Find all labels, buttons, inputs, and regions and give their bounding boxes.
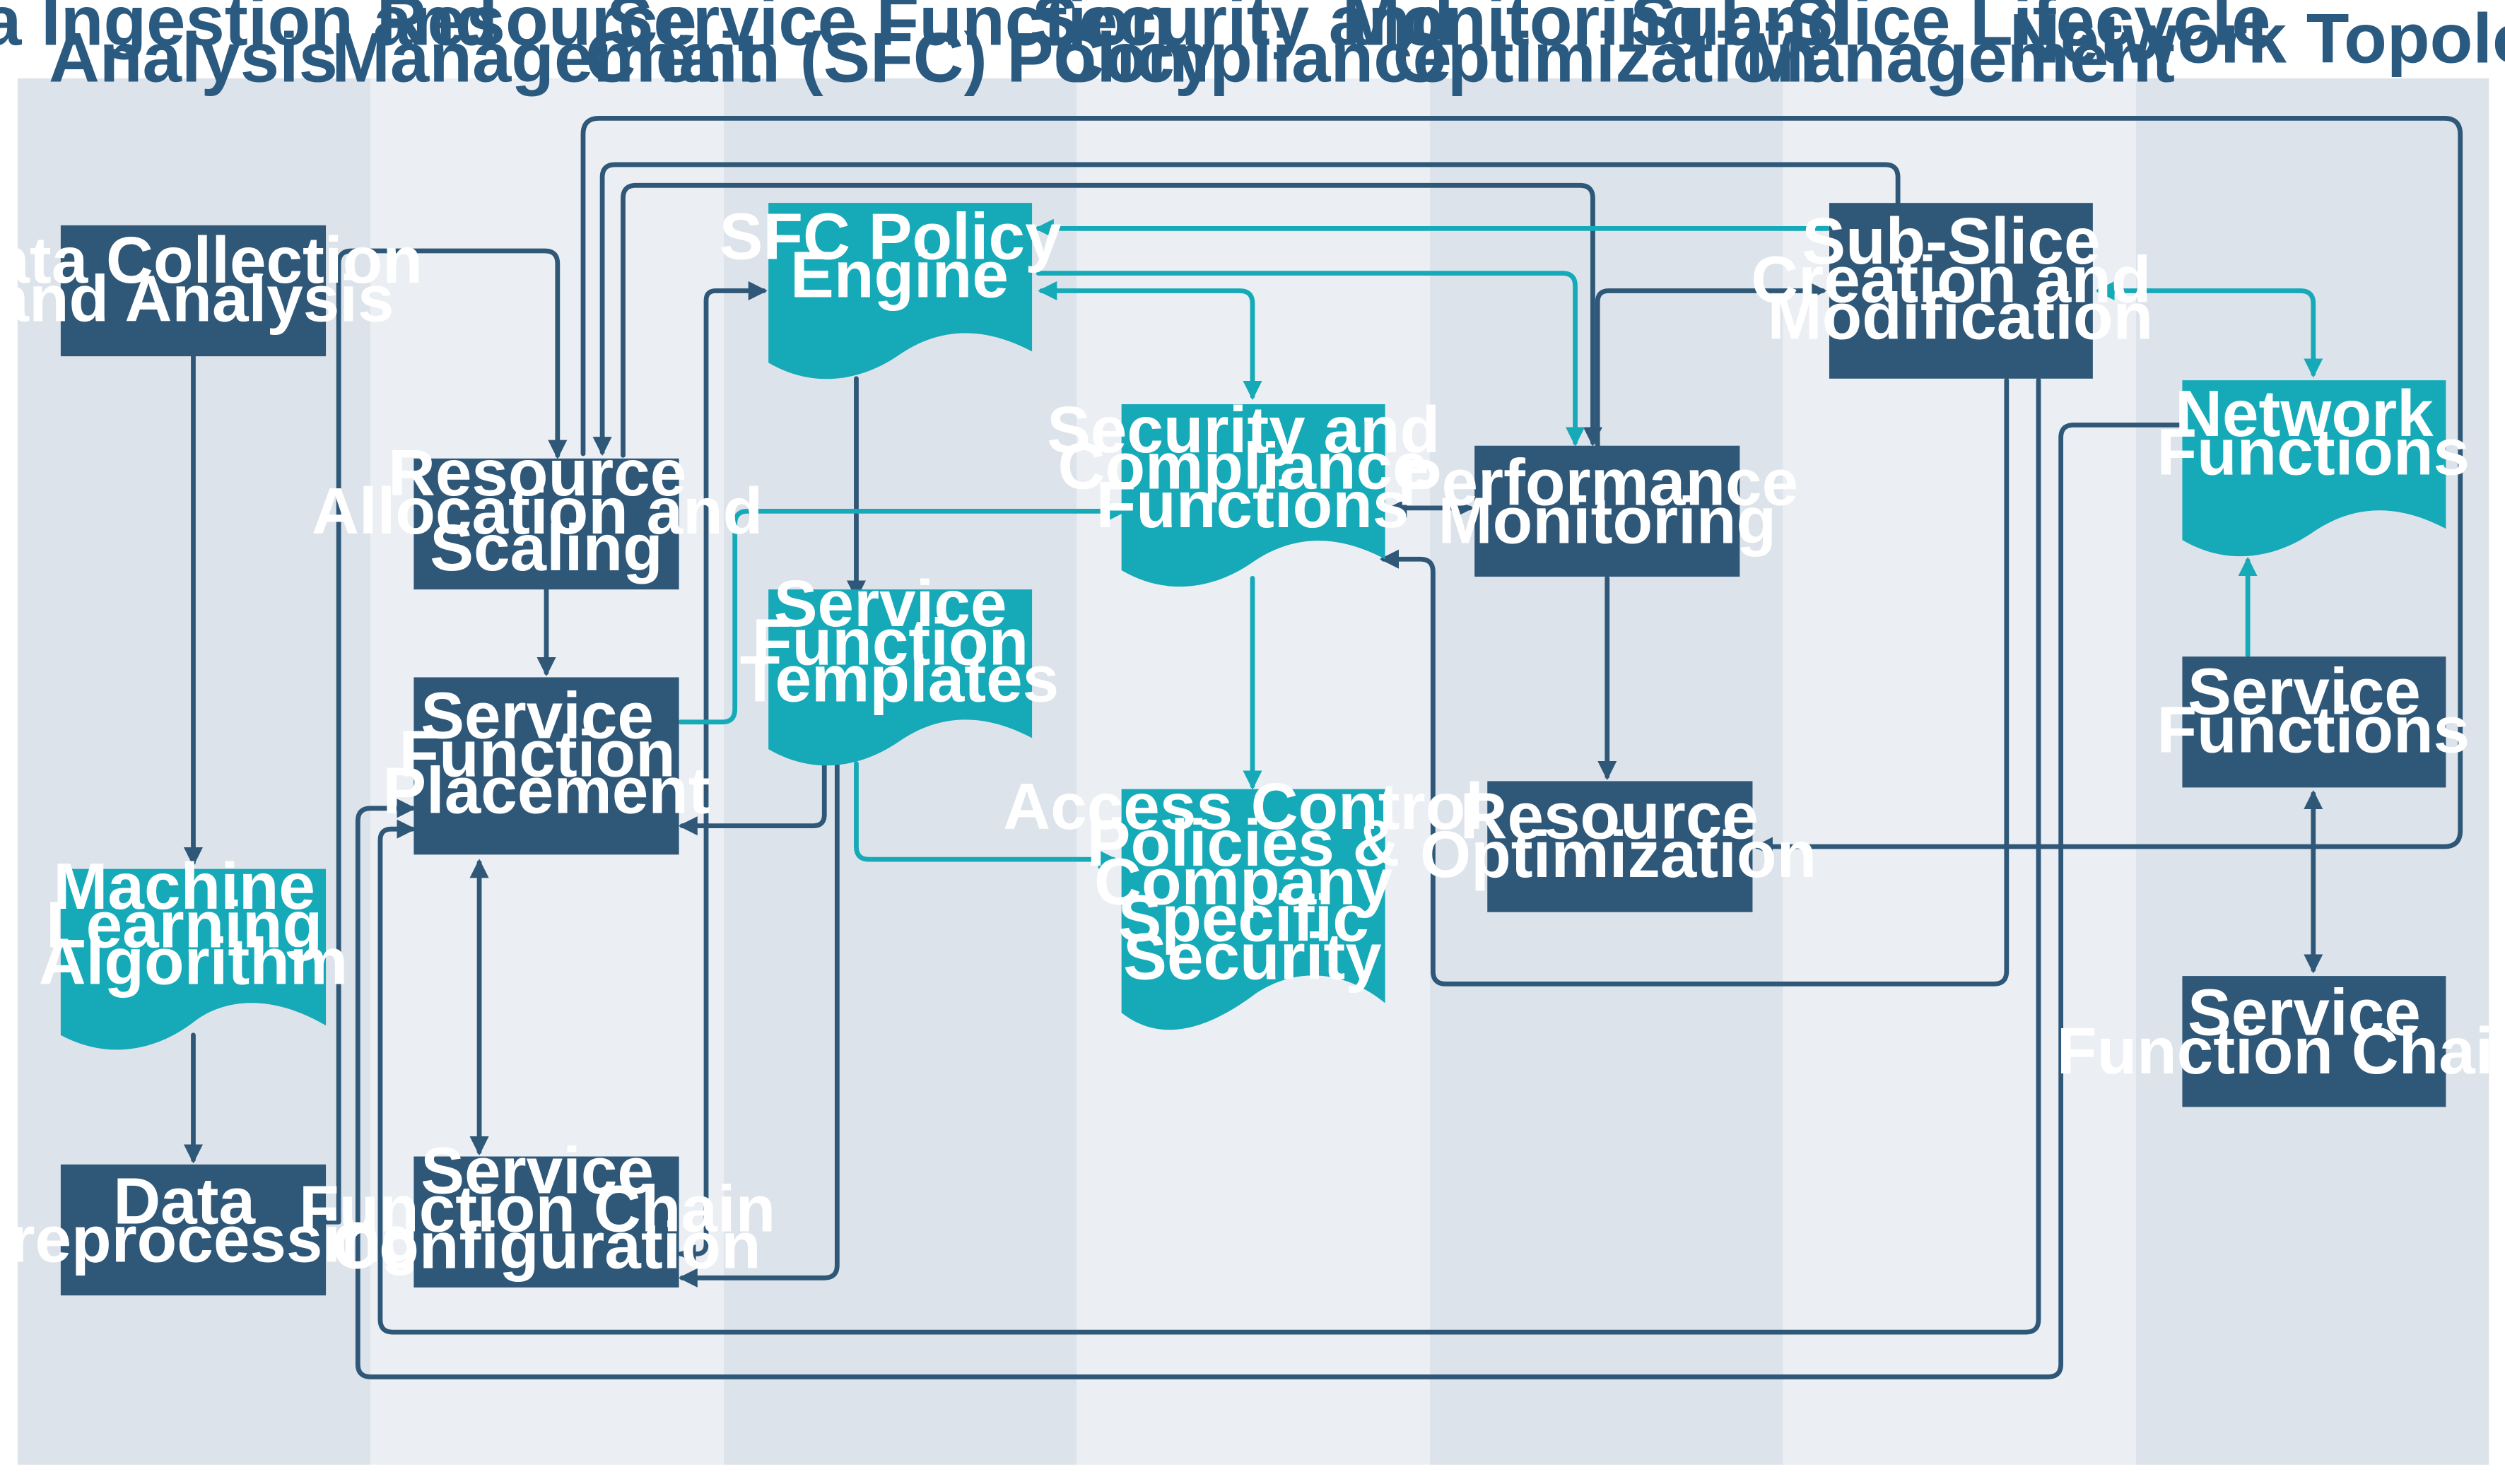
- node-service-functions[interactable]: Service Functions: [2157, 654, 2470, 788]
- connector-templates-to-access: [854, 761, 1117, 869]
- node-shape: [413, 1156, 679, 1288]
- node-data-collection[interactable]: Data Collection and Analysis: [0, 223, 441, 357]
- node-shape: [1121, 789, 1385, 1030]
- node-shape: [413, 677, 679, 855]
- lane-title-resource: Resource Management: [332, 0, 761, 97]
- node-shape: [768, 589, 1033, 766]
- connector-templates-to-configuration: [678, 761, 840, 1288]
- connector-subslice-to-allocation: [592, 162, 1901, 457]
- node-network-functions[interactable]: Network Functions: [2157, 377, 2470, 557]
- node-label: Performance Monitoring: [1398, 445, 1817, 557]
- node-shape: [2182, 656, 2446, 788]
- node-label: Data Collection and Analysis: [0, 223, 441, 335]
- node-security-functions[interactable]: Security and Compliance Functions: [1047, 393, 1458, 587]
- node-label: Machine Learning Algorithm: [39, 849, 348, 998]
- node-label: Network Functions: [2157, 377, 2470, 488]
- node-label: Service Functions: [2157, 654, 2470, 766]
- node-access-control[interactable]: Access Control Policies & Company Specif…: [1003, 770, 1501, 1030]
- node-shape: [60, 225, 327, 357]
- node-resource-optimization[interactable]: Resource Optimization: [1420, 779, 1817, 912]
- node-resource-allocation[interactable]: Resource Allocation and Scaling: [312, 436, 781, 590]
- node-service-function-chains[interactable]: Service Function Chains: [2057, 976, 2505, 1107]
- node-label: Service Function Chains: [2057, 976, 2505, 1088]
- connectors: [183, 116, 2463, 1379]
- node-shape: [413, 458, 679, 590]
- node-shape: [60, 1164, 327, 1296]
- lane-title-security: Security and Compliance: [1032, 0, 1473, 97]
- connector-performance-to-subslice: [1595, 281, 1827, 449]
- lane-title-ingestion: Data Ingestion and Analysis: [0, 0, 517, 97]
- node-sfc-configuration[interactable]: Service Function Chain Configuration: [299, 1134, 794, 1288]
- node-ml-algorithm[interactable]: Machine Learning Algorithm: [39, 849, 348, 1050]
- node-label: Access Control Policies & Company Specif…: [1003, 770, 1501, 993]
- node-shape: [1829, 203, 2093, 379]
- node-label: Service Function Placement: [382, 678, 710, 827]
- connector-subslice-network: [2095, 281, 2323, 378]
- node-label: Service Function Templates: [740, 567, 1059, 715]
- node-data-preprocessing[interactable]: Data Preprocessing: [0, 1164, 421, 1296]
- node-shape: [768, 203, 1033, 379]
- connector-policy-to-performance: [1036, 271, 1585, 447]
- connector-allocation-to-optimization: [580, 116, 2463, 856]
- node-label: SFC Policy Engine: [720, 199, 1080, 311]
- connector-preprocessing-to-allocation: [323, 248, 568, 1225]
- node-shape: [2182, 380, 2446, 557]
- connector-policy-security: [1038, 281, 1262, 401]
- node-label: Resource Optimization: [1420, 779, 1817, 891]
- node-label: Service Function Chain Configuration: [299, 1134, 794, 1283]
- node-label: Security and Compliance Functions: [1047, 393, 1458, 541]
- node-shape: [1121, 404, 1385, 587]
- connector-allocation-to-performance: [621, 182, 1602, 458]
- node-shape: [1474, 445, 1740, 577]
- node-performance-monitoring[interactable]: Performance Monitoring: [1398, 445, 1817, 577]
- node-service-function-placement[interactable]: Service Function Placement: [382, 677, 710, 855]
- lane-title-sfc: Service Function Chain (SFC) Policy: [585, 0, 1214, 97]
- connector-subslice-to-placement: [377, 377, 2041, 1335]
- node-label: Resource Allocation and Scaling: [312, 436, 781, 584]
- node-shape: [1487, 781, 1753, 912]
- node-label: Data Preprocessing: [0, 1164, 421, 1276]
- node-subslice-creation[interactable]: Sub-Slice Creation and Modification: [1751, 203, 2169, 379]
- connector-configuration-policy: [676, 281, 768, 1264]
- connector-placement-to-security: [678, 501, 1127, 725]
- node-shape: [2182, 976, 2446, 1107]
- connector-network-to-placement: [355, 422, 2183, 1379]
- connector-templates-to-placement: [678, 761, 827, 836]
- lane-title-topology: Network Topology: [2010, 0, 2505, 78]
- nodes: Data Collection and Analysis Machine Lea…: [0, 199, 2505, 1296]
- lane-title-monitoring: Monitoring and Optimization: [1342, 0, 1870, 97]
- lane-title-subslice: Sub-Slice Lifecycle Management: [1630, 0, 2290, 97]
- lane-titles: Data Ingestion and Analysis Resource Man…: [0, 0, 2505, 97]
- connector-subslice-to-security: [1379, 377, 2010, 987]
- node-label: Sub-Slice Creation and Modification: [1751, 204, 2169, 353]
- node-sfc-policy-engine[interactable]: SFC Policy Engine: [720, 199, 1080, 379]
- node-shape: [60, 868, 327, 1050]
- node-service-function-templates[interactable]: Service Function Templates: [740, 567, 1059, 766]
